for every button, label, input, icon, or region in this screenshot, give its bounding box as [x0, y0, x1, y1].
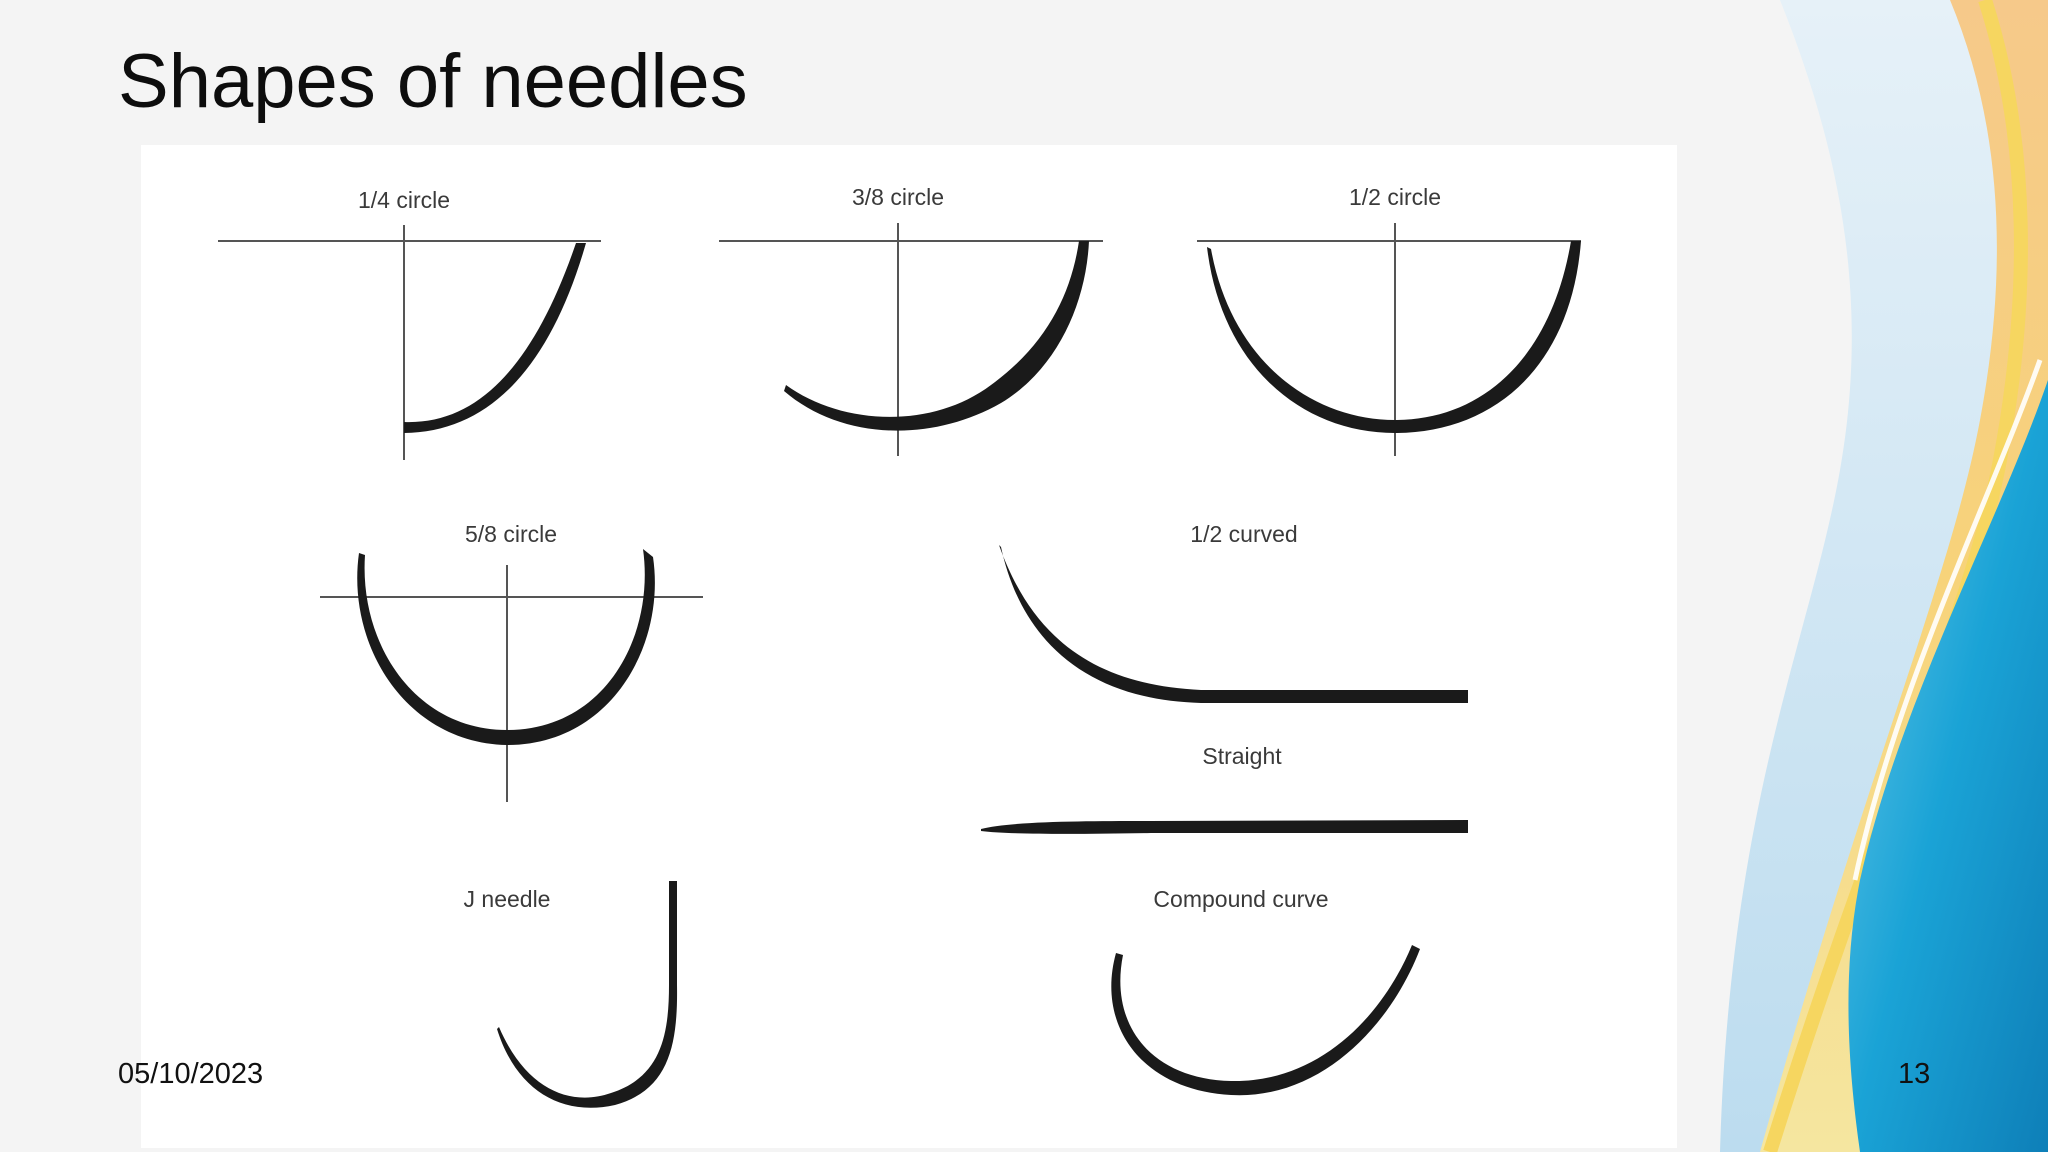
slide-title: Shapes of needles — [118, 39, 748, 124]
compound-curve-needle-diagram: Compound curve — [1111, 886, 1420, 1096]
straight-needle — [981, 820, 1468, 834]
half-circle-label: 1/2 circle — [1349, 184, 1441, 210]
three-eighths-circle-label: 3/8 circle — [852, 184, 944, 210]
half-circle-needle-diagram: 1/2 circle — [1197, 184, 1581, 456]
quarter-circle-needle — [404, 243, 586, 433]
three-eighths-circle-needle-diagram: 3/8 circle — [719, 184, 1103, 456]
j-needle — [497, 881, 678, 1108]
quarter-circle-needle-diagram: 1/4 circle — [218, 187, 601, 460]
quarter-circle-label: 1/4 circle — [358, 187, 450, 213]
half-curved-needle — [999, 545, 1468, 703]
j-needle-label: J needle — [464, 886, 551, 912]
needle-shapes-figure: 1/4 circle 3/8 circle 1/2 circle 5/8 cir… — [141, 145, 1677, 1148]
wave-blue-band — [1848, 380, 2048, 1152]
compound-curve-label: Compound curve — [1153, 886, 1328, 912]
wave-white-highlight — [1852, 359, 2043, 881]
slide-date: 05/10/2023 — [118, 1058, 264, 1090]
half-curved-label: 1/2 curved — [1190, 521, 1297, 547]
half-curved-needle-diagram: 1/2 curved — [999, 521, 1468, 703]
five-eighths-circle-label: 5/8 circle — [465, 521, 557, 547]
three-eighths-circle-needle — [784, 241, 1089, 431]
five-eighths-circle-needle-diagram: 5/8 circle — [320, 521, 703, 802]
j-needle-diagram: J needle — [464, 881, 678, 1108]
compound-curve-needle — [1111, 945, 1420, 1096]
slide-page-number: 13 — [1898, 1058, 1931, 1090]
straight-label: Straight — [1202, 743, 1282, 769]
straight-needle-diagram: Straight — [981, 743, 1468, 834]
